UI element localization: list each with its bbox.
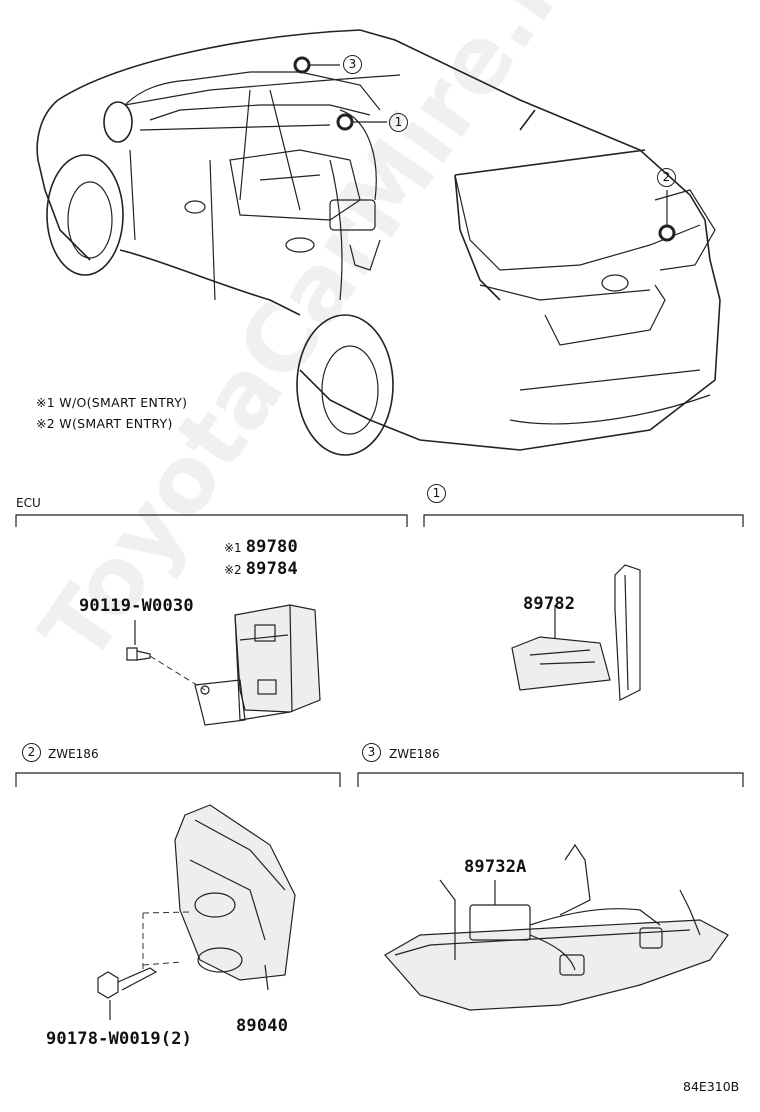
section-2-title: ZWE186 — [48, 747, 99, 761]
diagram-code: 84E310B — [683, 1079, 740, 1094]
callout-2: 2 — [657, 168, 676, 187]
ecu-ref-1: ※1 — [224, 541, 242, 555]
section-3-circle: 3 — [362, 743, 381, 762]
note-without-smart-entry: ※1 W/O(SMART ENTRY) — [36, 395, 188, 410]
section-ecu-title: ECU — [16, 496, 41, 510]
ecu-bolt-part-number: 90119-W0030 — [79, 596, 194, 616]
ecu-part-number-2: 89784 — [245, 559, 298, 579]
unit-89732a-illustration — [384, 843, 729, 1011]
unit-89732a-part-number: 89732A — [464, 857, 527, 877]
ecu-part-number-1: 89780 — [245, 537, 298, 557]
sensor-illustration — [511, 564, 641, 701]
car-illustration — [36, 29, 721, 456]
unit-89040-illustration — [97, 804, 296, 1020]
section-1-circle: 1 — [427, 484, 446, 503]
section-3-title: ZWE186 — [389, 747, 440, 761]
callout-1: 1 — [389, 113, 408, 132]
section-2-circle: 2 — [22, 743, 41, 762]
note-with-smart-entry: ※2 W(SMART ENTRY) — [36, 416, 173, 431]
section-brackets — [15, 514, 744, 787]
callout-3: 3 — [343, 55, 362, 74]
unit-89040-part-number: 89040 — [236, 1016, 289, 1036]
sensor-part-number: 89782 — [523, 594, 576, 614]
bolt-2-part-number: 90178-W0019(2) — [46, 1029, 193, 1049]
ecu-illustration — [126, 604, 321, 726]
ecu-ref-2: ※2 — [224, 563, 242, 577]
